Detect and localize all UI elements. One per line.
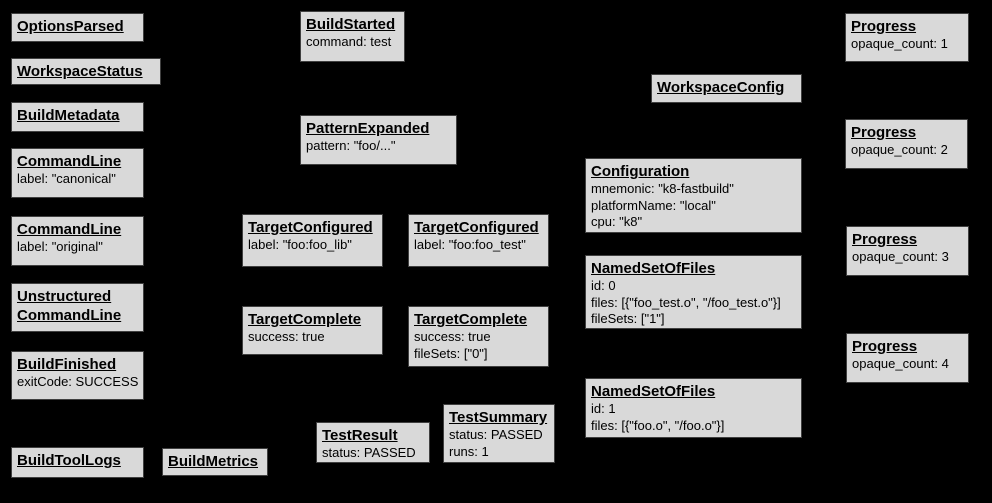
- event-field: success: true: [414, 329, 491, 344]
- event-title: Progress: [851, 18, 917, 35]
- event-field: opaque_count: 3: [852, 249, 949, 264]
- event-title: CommandLine: [17, 153, 122, 170]
- event-field: pattern: "foo/...": [306, 138, 396, 153]
- event-title: BuildToolLogs: [17, 452, 121, 469]
- event-title: TestResult: [322, 427, 398, 444]
- event-field: status: PASSED: [449, 427, 543, 442]
- event-field: id: 1: [591, 401, 616, 416]
- event-box-workspace-config: WorkspaceConfig: [651, 74, 802, 103]
- event-field: fileSets: ["1"]: [591, 311, 665, 326]
- event-field: opaque_count: 1: [851, 36, 948, 51]
- event-field: label: "original": [17, 239, 103, 254]
- event-title: Progress: [852, 338, 918, 355]
- event-field: command: test: [306, 34, 392, 49]
- event-title: Progress: [852, 231, 918, 248]
- event-title: TargetComplete: [414, 311, 528, 328]
- event-box-options-parsed: OptionsParsed: [11, 13, 144, 42]
- event-title: TargetConfigured: [248, 219, 373, 236]
- event-title: Unstructured CommandLine: [17, 288, 122, 324]
- event-field: label: "canonical": [17, 171, 116, 186]
- event-field: label: "foo:foo_lib": [248, 237, 352, 252]
- event-field: fileSets: ["0"]: [414, 345, 488, 361]
- event-field: id: 0: [591, 278, 616, 293]
- event-box-build-metadata: BuildMetadata: [11, 102, 144, 132]
- event-field: success: true: [248, 329, 325, 344]
- event-title: TargetConfigured: [414, 219, 539, 236]
- event-field: mnemonic: "k8-fastbuild": [591, 181, 734, 196]
- event-title: TargetComplete: [248, 311, 362, 328]
- event-field: files: [{"foo_test.o", "/foo_test.o"}]: [591, 294, 781, 310]
- event-title: OptionsParsed: [17, 18, 124, 35]
- event-field: runs: 1: [449, 443, 489, 459]
- event-title: WorkspaceStatus: [17, 63, 143, 80]
- event-title: NamedSetOfFiles: [591, 260, 716, 277]
- event-box-workspace-status: WorkspaceStatus: [11, 58, 161, 85]
- event-field: status: PASSED: [322, 445, 416, 460]
- event-title: Configuration: [591, 163, 690, 180]
- event-title: NamedSetOfFiles: [591, 383, 716, 400]
- event-title: TestSummary: [449, 409, 548, 426]
- event-title: BuildStarted: [306, 16, 396, 33]
- event-field: opaque_count: 4: [852, 356, 949, 371]
- event-field: platformName: "local": [591, 197, 716, 213]
- event-box-build-metrics: BuildMetrics: [162, 448, 268, 476]
- event-field: opaque_count: 2: [851, 142, 948, 157]
- event-title: BuildMetadata: [17, 107, 120, 124]
- event-title: Progress: [851, 124, 917, 141]
- event-box-unstructured-command-line: Unstructured CommandLine: [11, 283, 144, 332]
- event-field: exitCode: SUCCESS: [17, 374, 139, 389]
- event-title: BuildFinished: [17, 356, 117, 373]
- event-title: PatternExpanded: [306, 120, 430, 137]
- event-title: CommandLine: [17, 221, 122, 238]
- event-box-build-tool-logs: BuildToolLogs: [11, 447, 144, 478]
- event-field: files: [{"foo.o", "/foo.o"}]: [591, 417, 725, 433]
- event-title: BuildMetrics: [168, 453, 259, 470]
- event-title: WorkspaceConfig: [657, 79, 785, 96]
- event-field: cpu: "k8": [591, 214, 643, 229]
- event-field: label: "foo:foo_test": [414, 237, 526, 252]
